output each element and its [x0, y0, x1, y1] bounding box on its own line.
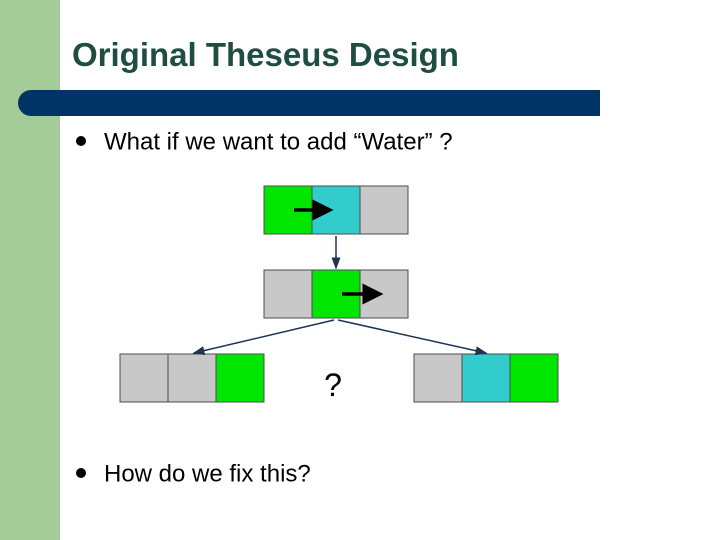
- transition-arrow-left: [192, 319, 335, 355]
- cell-gray: [167, 353, 217, 403]
- cell-gray: [263, 269, 313, 319]
- left-row: [119, 353, 265, 403]
- title-rule: [18, 90, 600, 116]
- middle-row: [263, 269, 409, 319]
- cell-green: [509, 353, 559, 403]
- question-mark: ?: [324, 367, 342, 403]
- cell-green: [215, 353, 265, 403]
- cell-gray: [359, 185, 409, 235]
- bullet-text-1: What if we want to add “Water” ?: [104, 128, 453, 156]
- bullet-item-1: What if we want to add “Water” ?: [76, 128, 453, 157]
- cell-gray: [413, 353, 463, 403]
- bullet-icon: [76, 467, 86, 478]
- bullet-icon: [76, 135, 86, 146]
- cell-cyan: [461, 353, 511, 403]
- bullet-text-2: How do we fix this?: [104, 460, 311, 488]
- right-row: [413, 353, 559, 403]
- top-row: [263, 185, 409, 235]
- bullet-item-2: How do we fix this?: [76, 460, 311, 489]
- cell-gray: [119, 353, 169, 403]
- transition-arrow-right: [337, 319, 488, 356]
- slide-title: Original Theseus Design: [72, 36, 459, 73]
